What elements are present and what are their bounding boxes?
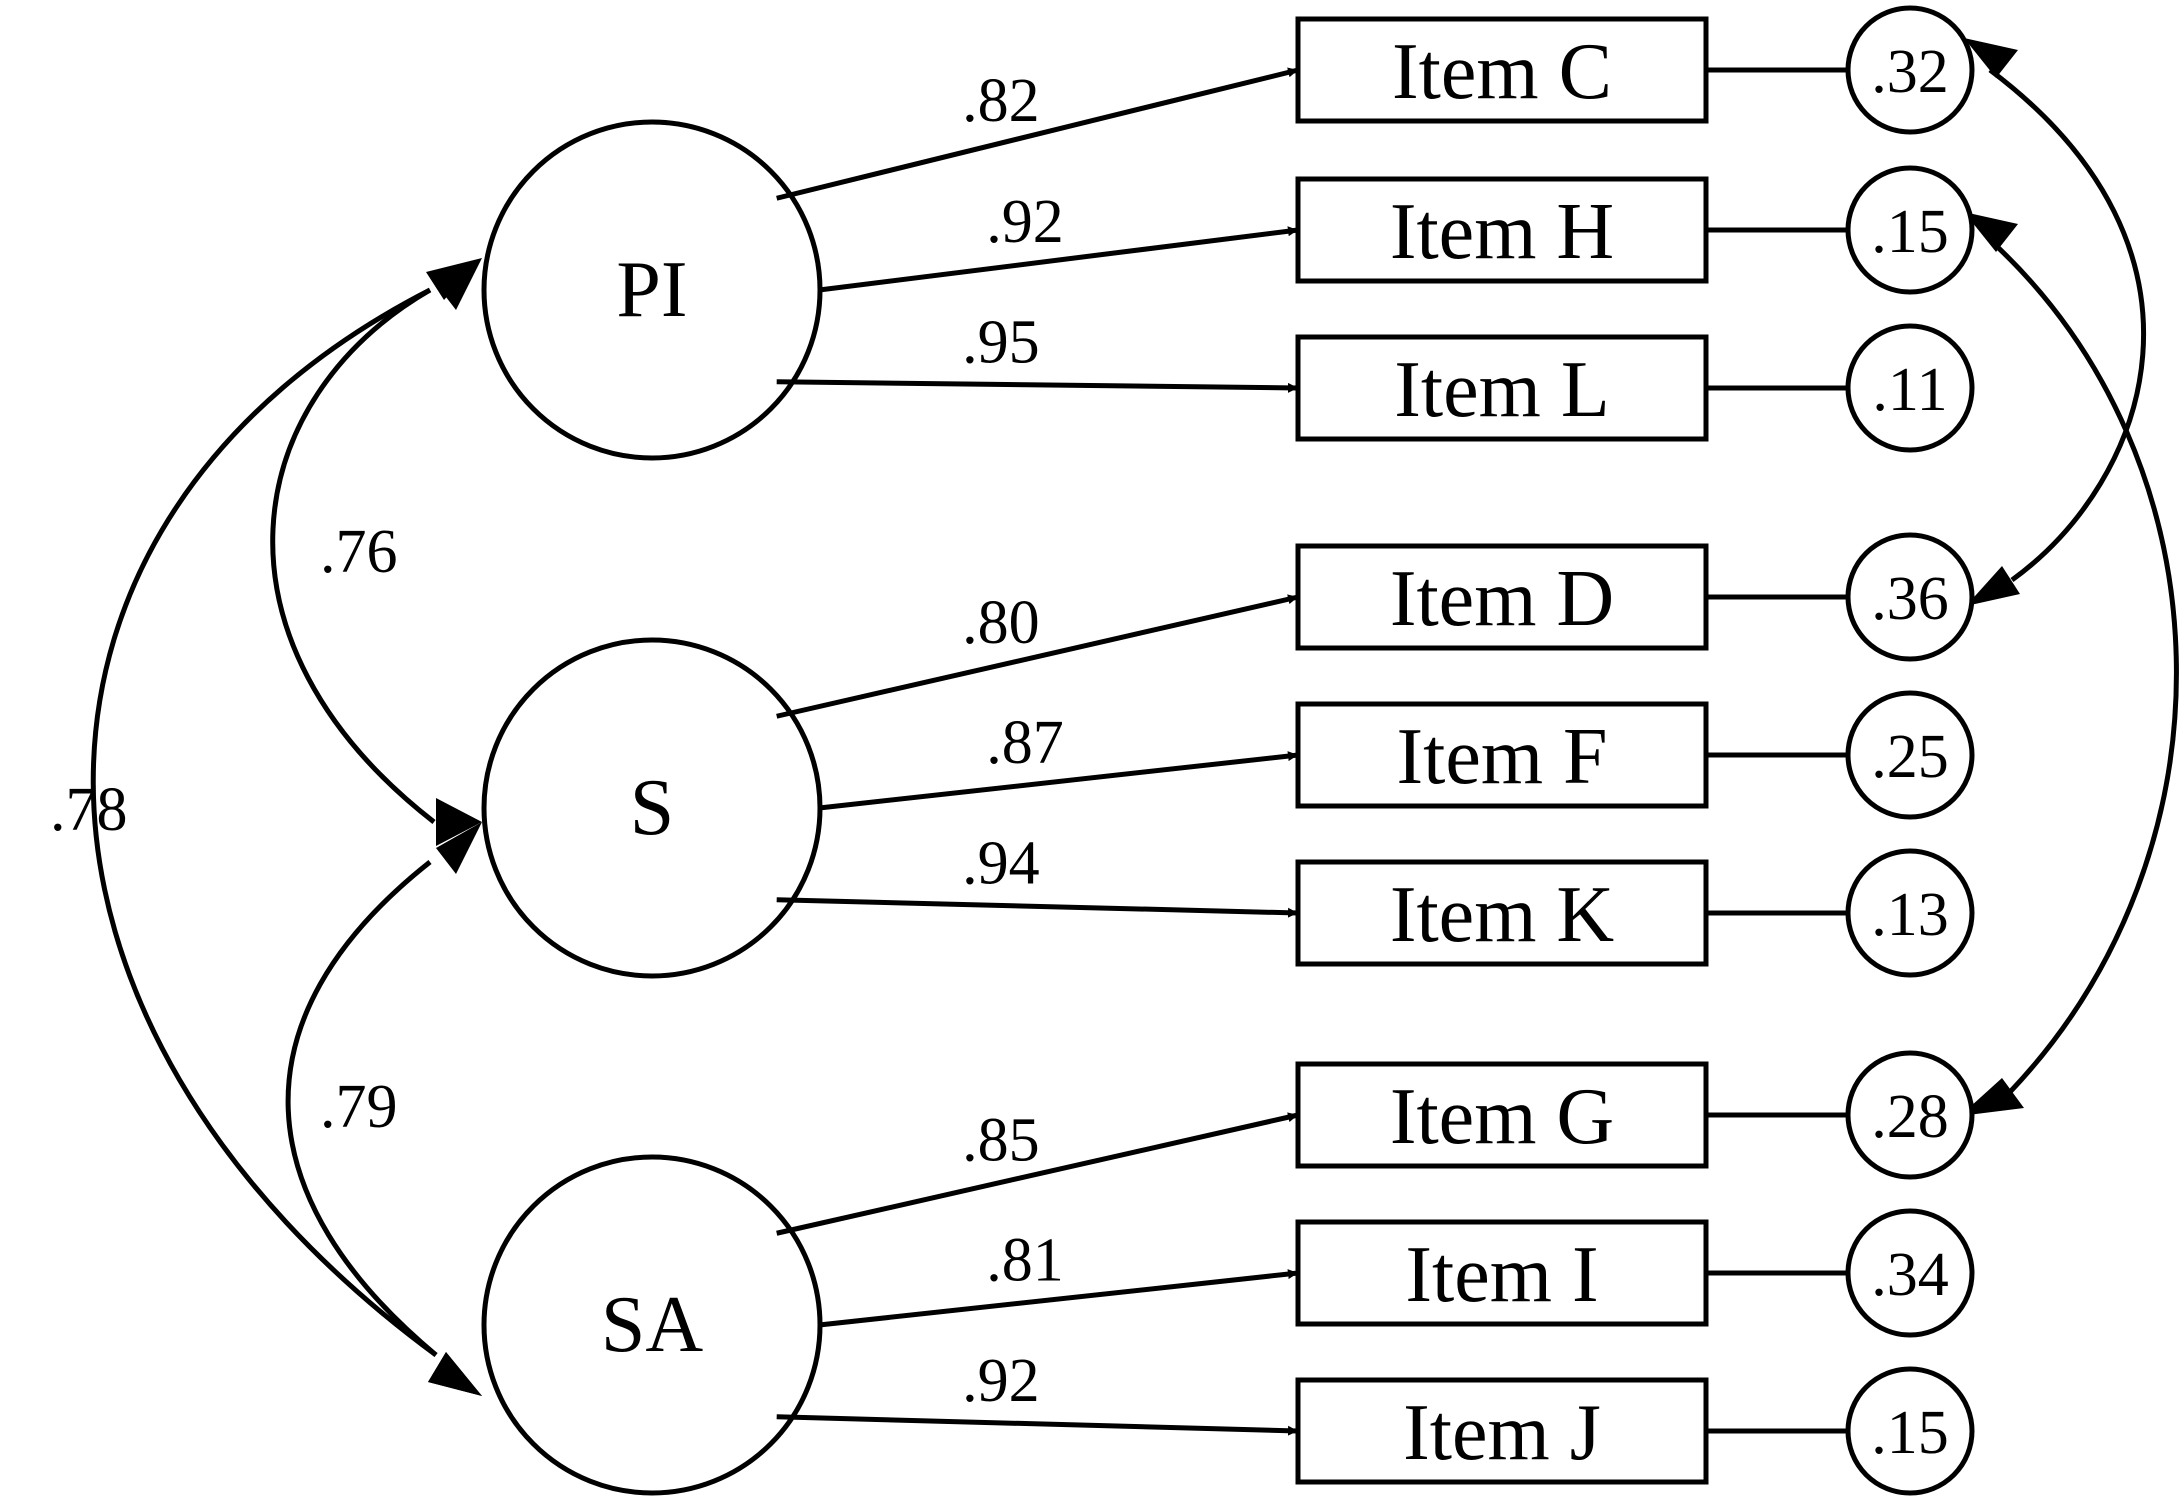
error-covariances bbox=[1960, 38, 2179, 1116]
arrowhead-error-h bbox=[1964, 212, 2018, 252]
loading-value-d: .80 bbox=[962, 589, 1040, 657]
latent-factors: PI S SA bbox=[481, 119, 823, 1496]
correlation-value-s-sa: .79 bbox=[320, 1073, 398, 1141]
error-covariance-curve-h-g bbox=[1988, 238, 2179, 1094]
loading-arrow-j bbox=[776, 1414, 1299, 1436]
loading-arrow-k bbox=[776, 897, 1299, 918]
error-value-j: .15 bbox=[1871, 1399, 1949, 1467]
loading-value-g: .85 bbox=[962, 1106, 1040, 1174]
item-box-d bbox=[1295, 543, 1709, 651]
item-box-c bbox=[1295, 16, 1709, 124]
loading-arrow-l bbox=[776, 379, 1299, 393]
error-value-h: .15 bbox=[1871, 198, 1949, 266]
error-value-g: .28 bbox=[1871, 1083, 1949, 1151]
item-box-j bbox=[1295, 1377, 1709, 1485]
arrowhead-s-sa-top bbox=[436, 822, 482, 874]
correlation-value-pi-sa: .78 bbox=[50, 776, 128, 844]
error-value-l: .11 bbox=[1872, 356, 1947, 424]
arrowhead-error-d bbox=[1966, 566, 2020, 606]
item-box-l bbox=[1295, 334, 1709, 442]
loading-arrow-i bbox=[818, 1269, 1299, 1328]
item-box-i bbox=[1295, 1219, 1709, 1327]
correlation-curve-pi-sa bbox=[90, 287, 438, 1358]
arrowhead-pi-s-bottom bbox=[436, 798, 482, 846]
latent-label-sa: SA bbox=[601, 1281, 703, 1369]
factor-correlations: .76 .79 .78 bbox=[50, 258, 482, 1396]
error-circle-l bbox=[1845, 323, 1975, 453]
error-value-k: .13 bbox=[1871, 881, 1949, 949]
arrowhead-error-c bbox=[1964, 38, 2018, 78]
error-circle-c bbox=[1845, 5, 1975, 135]
loading-value-k: .94 bbox=[962, 829, 1040, 897]
latent-label-pi: PI bbox=[616, 246, 687, 334]
loading-arrow-c bbox=[776, 67, 1299, 201]
error-circle-j bbox=[1845, 1366, 1975, 1496]
loading-value-i: .81 bbox=[986, 1227, 1064, 1295]
loading-arrow-f bbox=[818, 751, 1299, 811]
loading-value-f: .87 bbox=[986, 709, 1064, 777]
error-value-f: .25 bbox=[1871, 723, 1949, 791]
item-label-j: Item J bbox=[1403, 1389, 1601, 1477]
correlation-value-pi-s: .76 bbox=[320, 518, 398, 586]
loading-value-l: .95 bbox=[962, 308, 1040, 376]
error-circle-g bbox=[1845, 1050, 1975, 1180]
item-box-k bbox=[1295, 859, 1709, 967]
item-label-k: Item K bbox=[1390, 871, 1614, 959]
loading-arrow-d bbox=[776, 594, 1299, 719]
error-circle-f bbox=[1845, 690, 1975, 820]
item-label-d: Item D bbox=[1390, 555, 1614, 643]
item-label-f: Item F bbox=[1396, 713, 1607, 801]
item-label-h: Item H bbox=[1390, 188, 1614, 276]
loading-value-c: .82 bbox=[962, 67, 1040, 135]
latent-label-s: S bbox=[630, 764, 675, 852]
arrowhead-pi-s-top bbox=[436, 258, 482, 310]
error-value-i: .34 bbox=[1871, 1241, 1949, 1309]
loading-arrow-g bbox=[776, 1112, 1299, 1236]
error-value-d: .36 bbox=[1871, 565, 1949, 633]
error-circle-d bbox=[1845, 532, 1975, 662]
error-circle-i bbox=[1845, 1208, 1975, 1338]
item-box-h bbox=[1295, 176, 1709, 284]
loading-value-j: .92 bbox=[962, 1347, 1040, 1415]
error-covariance-curve-c-d bbox=[1988, 68, 2146, 583]
correlation-curve-s-sa bbox=[285, 860, 438, 1357]
error-circle-h bbox=[1845, 165, 1975, 295]
item-label-i: Item I bbox=[1405, 1231, 1598, 1319]
correlation-curve-pi-s bbox=[270, 287, 436, 824]
arrowhead-pi-sa-top bbox=[426, 258, 482, 300]
item-label-g: Item G bbox=[1390, 1073, 1614, 1161]
error-value-c: .32 bbox=[1871, 38, 1949, 106]
item-label-c: Item C bbox=[1392, 28, 1612, 116]
arrowhead-error-g bbox=[1960, 1078, 2024, 1116]
item-box-g bbox=[1295, 1061, 1709, 1169]
error-circle-k bbox=[1845, 848, 1975, 978]
loading-value-h: .92 bbox=[986, 188, 1064, 256]
arrowhead-pi-sa-bottom bbox=[428, 1352, 482, 1396]
item-label-l: Item L bbox=[1394, 346, 1609, 434]
loading-arrow-h bbox=[818, 226, 1299, 293]
